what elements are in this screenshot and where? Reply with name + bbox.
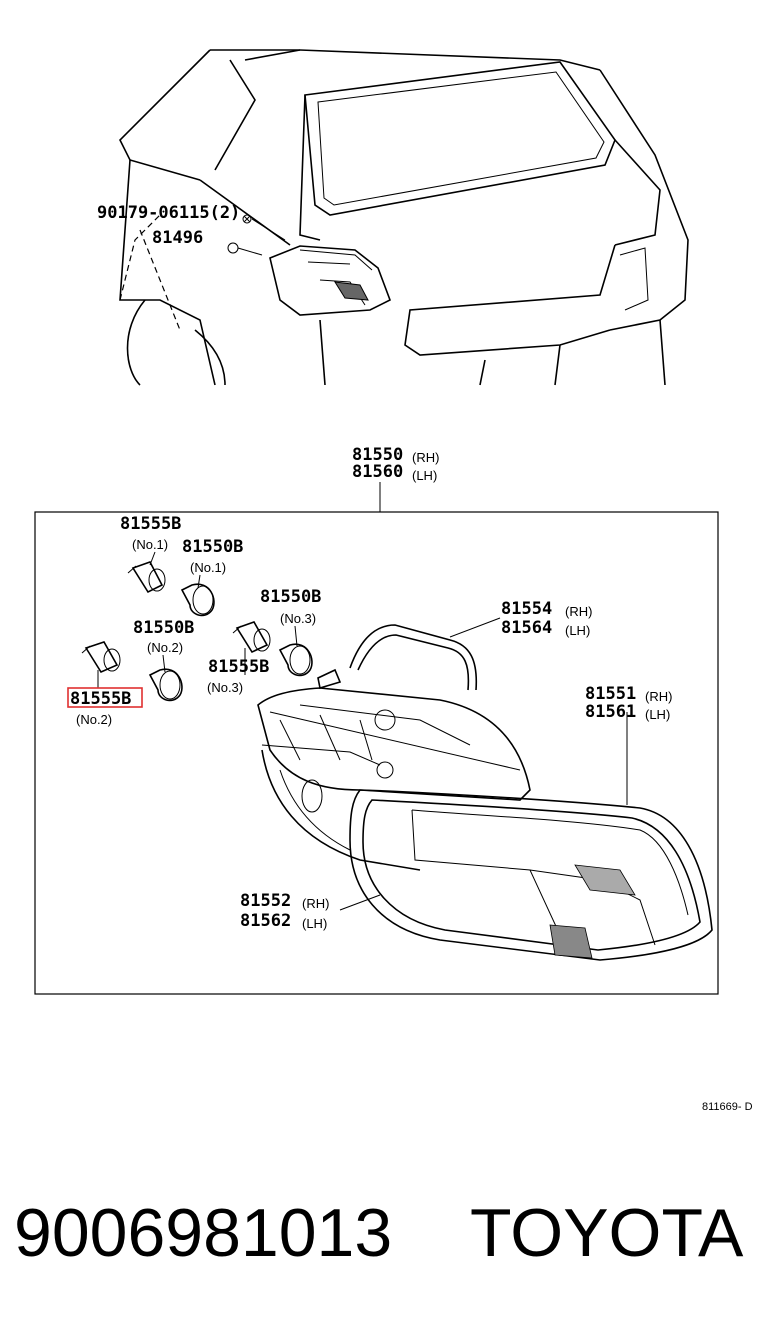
gasket (349, 617, 501, 691)
lens-rh-side: (RH) (645, 689, 672, 704)
socket-no2-number: 81555B (70, 689, 131, 709)
diagram-code: 811669- D (702, 1101, 753, 1113)
body-rh-number: 81552 (240, 891, 291, 911)
socket-no2-note: (No.2) (76, 712, 112, 727)
bulb-no2-number: 81550B (133, 618, 194, 638)
bulb-no3-number: 81550B (260, 587, 321, 607)
footer-part-number: 9006981013 (14, 1195, 392, 1271)
lens-rh-number: 81551 (585, 684, 636, 704)
lens-lh-number: 81561 (585, 702, 636, 722)
socket-no2 (81, 641, 121, 674)
bulb-no2-note: (No.2) (147, 640, 183, 655)
body-lh-number: 81562 (240, 911, 291, 931)
assembly-callout: 81550 (RH) 81560 (LH) (352, 445, 439, 512)
assembly-rh-side: (RH) (412, 450, 439, 465)
assembly-lh-number: 81560 (352, 462, 403, 482)
lamp-body (257, 668, 531, 871)
clip-part-label: 81496 (152, 228, 203, 248)
footer-brand: TOYOTA (470, 1195, 744, 1271)
gasket-lh-side: (LH) (565, 623, 590, 638)
body-leader (339, 894, 381, 911)
assembly-rh-number: 81550 (352, 445, 403, 465)
lens-lh-side: (LH) (645, 707, 670, 722)
gasket-rh-number: 81554 (501, 599, 552, 619)
lamp-lens (349, 712, 713, 961)
socket-no3-number: 81555B (208, 657, 269, 677)
bulb-no1 (180, 583, 215, 617)
socket-no1-note: (No.1) (132, 537, 168, 552)
socket-no3 (232, 621, 271, 654)
assembly-frame (34, 511, 719, 995)
body-rh-side: (RH) (302, 896, 329, 911)
gasket-lh-number: 81564 (501, 618, 552, 638)
bulb-no3-note: (No.3) (280, 611, 316, 626)
car-rear-illustration (119, 49, 689, 386)
bulb-no2 (148, 668, 183, 702)
socket-no3-note: (No.3) (207, 680, 243, 695)
bulb-no1-note: (No.1) (190, 560, 226, 575)
assembly-lh-side: (LH) (412, 468, 437, 483)
highlight-box (67, 687, 143, 708)
gasket-rh-side: (RH) (565, 604, 592, 619)
body-lh-side: (LH) (302, 916, 327, 931)
bulb-leaders (97, 551, 298, 688)
bulb-no3 (278, 643, 313, 677)
socket-no1-number: 81555B (120, 514, 181, 534)
bulb-no1-number: 81550B (182, 537, 243, 557)
screw-part-label: 90179-06115(2) (97, 203, 240, 223)
socket-no1 (127, 561, 166, 594)
